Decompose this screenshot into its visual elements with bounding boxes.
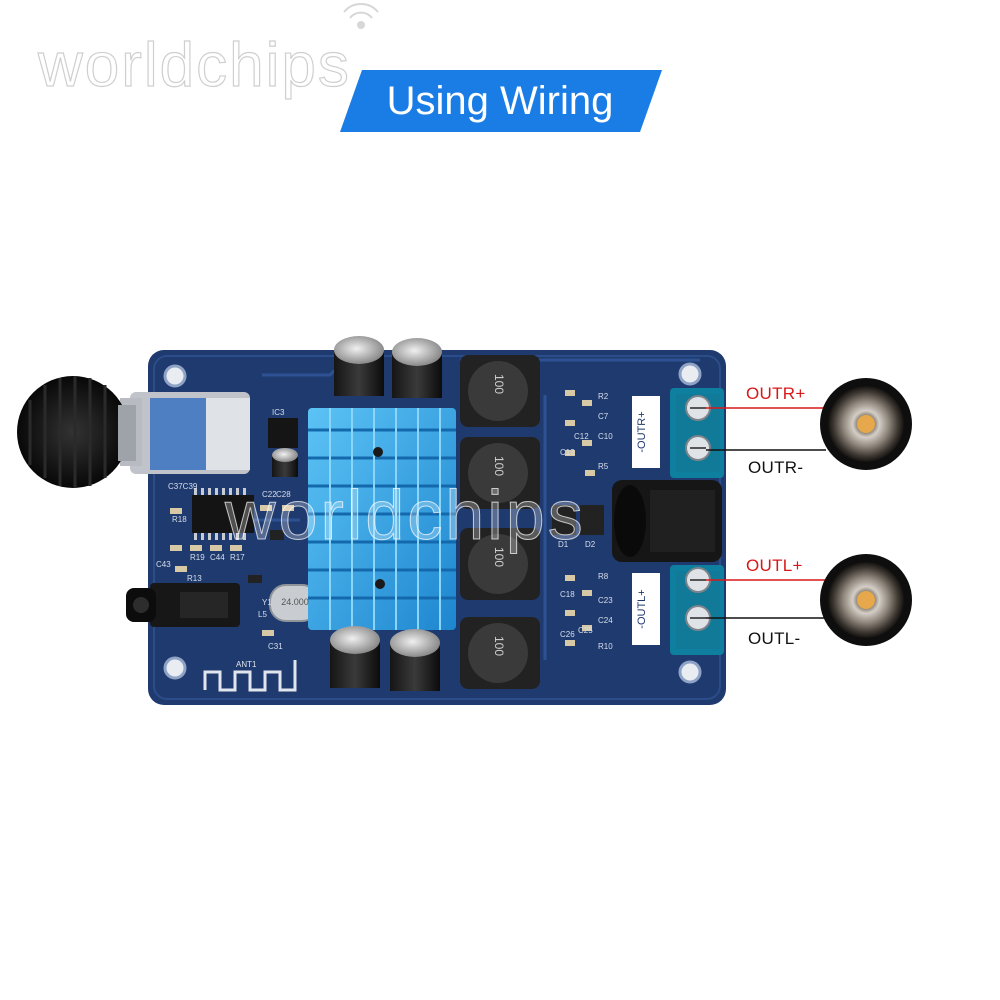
watermark-center: worldchips: [225, 476, 586, 555]
silk-y1: Y1: [262, 598, 272, 607]
silk-c7: C7: [598, 412, 609, 421]
wifi-icon: [343, 2, 379, 29]
smd-components: [170, 390, 604, 646]
speaker-right: [820, 378, 912, 470]
silk-c44: C44: [210, 553, 225, 562]
silk-c22: C22: [262, 490, 277, 499]
wires: [706, 407, 826, 619]
capacitors: [272, 336, 442, 691]
watermark-logo: worldchips: [37, 30, 351, 100]
label-outl-negative: OUTL-: [748, 629, 801, 648]
silk-l5: L5: [258, 610, 267, 619]
silk-r10: R10: [598, 642, 613, 651]
silk-r19: R19: [190, 553, 205, 562]
silk-c43: C43: [156, 560, 171, 569]
label-outr-negative: OUTR-: [748, 458, 804, 477]
antenna-label: ANT1: [236, 660, 257, 669]
silk-c28: C28: [276, 490, 291, 499]
crystal-marking: 24.000: [281, 597, 309, 607]
silk-c12: C12: [574, 432, 589, 441]
label-outl-positive: OUTL+: [746, 556, 803, 575]
label-outr-positive: OUTR+: [746, 384, 806, 403]
silk-r17: R17: [230, 553, 245, 562]
silk-c18: C18: [560, 590, 575, 599]
volume-knob: [17, 376, 250, 488]
antenna-trace: [203, 660, 297, 692]
silk-c10: C10: [598, 432, 613, 441]
silk-d2: D2: [585, 540, 596, 549]
dc-power-jack: [612, 480, 722, 562]
silk-c24: C24: [598, 616, 613, 625]
terminal-block-right: [632, 388, 724, 478]
silk-c37c39: C37C39: [168, 482, 198, 491]
ic-chip: [192, 418, 298, 540]
silk-r13: R13: [187, 574, 202, 583]
silk-c31: C31: [268, 642, 283, 651]
terminal-block-left: [632, 565, 724, 655]
silk-r18: R18: [172, 515, 187, 524]
banner-background: [340, 70, 662, 132]
silk-r5: R5: [598, 462, 609, 471]
audio-jack: [126, 583, 240, 627]
silk-d1: D1: [558, 540, 569, 549]
silk-c25: C25: [578, 626, 593, 635]
silk-c23: C23: [598, 596, 613, 605]
inductors: [460, 355, 540, 689]
speaker-left: [820, 554, 912, 646]
silk-c26: C26: [560, 630, 575, 639]
heatsink: [308, 408, 456, 630]
silk-r2: R2: [598, 392, 609, 401]
silk-r8: R8: [598, 572, 609, 581]
silk-ic3: IC3: [272, 408, 285, 417]
banner-title: Using Wiring: [386, 78, 614, 123]
silk-c13: C13: [560, 448, 575, 457]
